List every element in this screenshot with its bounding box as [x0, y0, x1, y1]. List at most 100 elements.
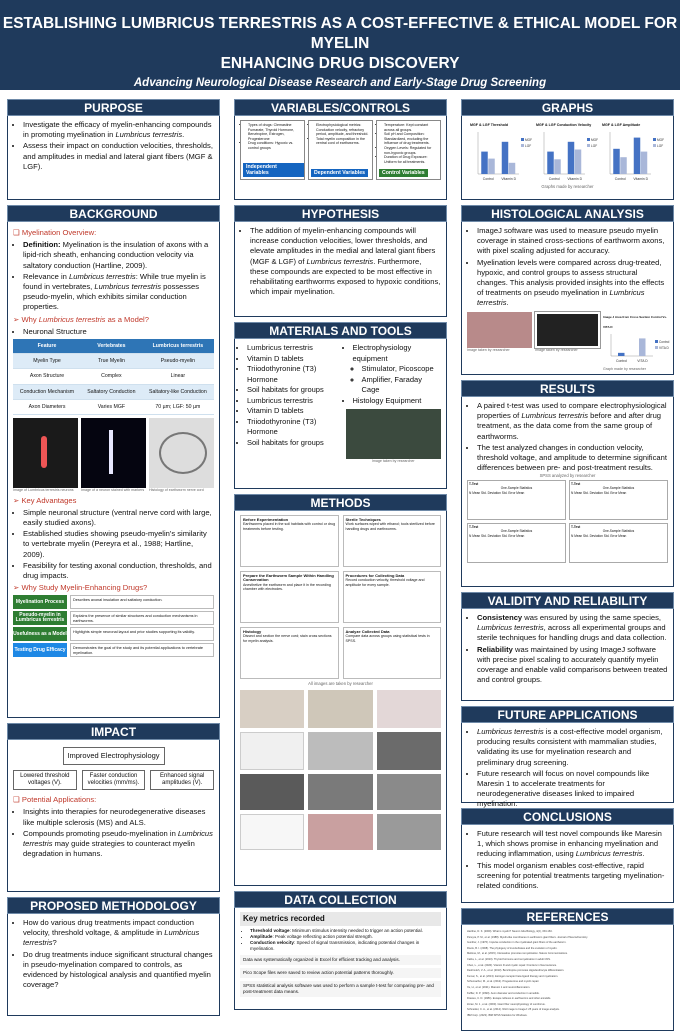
results-heading: RESULTS: [461, 380, 674, 397]
neuron-images: Image of Lumbricus terrestris neurons Im…: [13, 418, 214, 493]
results-bullet: A paired t-test was used to compare elec…: [477, 401, 668, 442]
validity-body: Consistency was ensured by using the sam…: [461, 609, 674, 701]
neuron-image-2: [81, 418, 146, 489]
data-note: Pico Scope files were saved to review ac…: [240, 968, 441, 979]
advantage-item: Established studies showing pseudo-myeli…: [23, 529, 214, 560]
graphs-heading: GRAPHS: [461, 99, 674, 116]
myelination-overview-label: ❑ Myelination Overview:: [13, 228, 97, 237]
neuronal-structure: Neuronal Structure: [23, 327, 214, 337]
legend-swatch: [653, 144, 656, 148]
poster-header: ESTABLISHING LUMBRICUS TERRESTRIS AS A C…: [0, 0, 680, 90]
key-metrics-heading: Key metrics recorded: [240, 912, 441, 927]
bar: [639, 338, 646, 357]
data-note: SPSS statistical analysis software was u…: [240, 981, 441, 998]
results-body: A paired t-test was used to compare elec…: [461, 397, 674, 587]
definition-bullet: Definition: Myelination is the insulatio…: [23, 240, 214, 271]
reference-item: Zoran, M. J., et al. (2003). Giant fiber…: [467, 1002, 546, 1006]
legend-label: MGF: [657, 138, 664, 142]
bar: [488, 158, 495, 175]
bar: [567, 142, 575, 175]
key-advantages-label: ➢ Key Advantages: [13, 495, 77, 505]
purpose-bullet: Assess their impact on conduction veloci…: [23, 141, 214, 172]
legend-label: LGF: [657, 144, 663, 148]
impact-heading: IMPACT: [7, 723, 220, 740]
independent-variables-box: Types of drugs: Clemastine Fumarate, Thy…: [240, 120, 305, 180]
impact-boxes: Lowered threshold voltages (V). Faster c…: [13, 770, 215, 791]
legend-swatch: [521, 138, 524, 142]
reference-item: Gunther, J. (1976). Impulse conduction i…: [467, 941, 567, 945]
impact-top-box: Improved Electrophysiology: [62, 747, 165, 766]
variables-heading: VARIABLES/CONTROLS: [234, 99, 447, 116]
legend-swatch: [655, 346, 658, 350]
materials-body: Lumbricus terrestrisVitamin D tabletsTri…: [234, 339, 447, 489]
application-item: Insights into therapies for neurodegener…: [23, 807, 214, 827]
research-question: How do various drug treatments impact co…: [23, 918, 214, 949]
reference-item: Xu, H., et al. (2021). Maresin 1 and neu…: [467, 985, 531, 989]
control-variables-box: Temperature: Kept constant across all gr…: [376, 120, 441, 180]
legend-label: LGF: [525, 144, 531, 148]
reference-item: Schumacher, M., et al. (2012). Progester…: [467, 980, 540, 984]
validity-heading: VALIDITY AND RELIABILITY: [461, 592, 674, 609]
data-collection-heading: DATA COLLECTION: [234, 891, 447, 908]
background-body: ❑ Myelination Overview: Definition: Myel…: [7, 222, 220, 718]
equipment-list: Electrophysiology equipment: [346, 343, 442, 364]
validity-bullet: Consistency was ensured by using the sam…: [477, 613, 668, 644]
column-left: PURPOSE Investigate the efficacy of myel…: [7, 99, 220, 1016]
legend-swatch: [521, 144, 524, 148]
future-body: Lumbricus terrestris is a cost-effective…: [461, 723, 674, 808]
purpose-bullet: Investigate the efficacy of myelin-enhan…: [23, 120, 214, 140]
relevance-bullet: Relevance in Lumbricus terrestris: While…: [23, 272, 214, 313]
reference-item: Mellone, M., et al. (2015). Clemastine p…: [467, 952, 568, 956]
bar: [554, 159, 561, 175]
dependent-variables-box: Electrophysiological metrics: Conduction…: [308, 120, 373, 180]
bar: [481, 151, 488, 175]
legend-swatch: [587, 138, 590, 142]
bar: [574, 149, 582, 175]
purpose-heading: PURPOSE: [7, 99, 220, 116]
data-note: Data was systematically organized in Exc…: [240, 955, 441, 966]
references-heading: REFERENCES: [461, 908, 674, 925]
reference-item: Hartline, D. K. (2009). What is myelin? …: [467, 930, 553, 933]
impact-body: Improved Electrophysiology Lowered thres…: [7, 740, 220, 892]
why-study-label: ➢ Why Study Myelin-Enhancing Drugs?: [13, 583, 148, 593]
legend-label: VITA D: [659, 346, 670, 350]
why-model-label: ➢ Why Lumbricus terrestris as a Model?: [13, 314, 149, 324]
column-center: VARIABLES/CONTROLS Types of drugs: Clema…: [234, 99, 447, 1010]
reference-item: Roots, B. I. (2008). The phylogeny of in…: [467, 946, 558, 950]
metrics-list: Threshold voltage: Minimum stimulus inte…: [240, 928, 441, 952]
bar: [620, 157, 627, 175]
purpose-body: Investigate the efficacy of myelin-enhan…: [7, 116, 220, 200]
reference-item: Chen, L., et al. (2020). Vitamin D and m…: [467, 963, 557, 967]
method-step: Prepare the Earthworm Sample Within Hand…: [240, 571, 339, 623]
histology-image: [149, 418, 214, 489]
equipment-photo: [345, 409, 441, 459]
future-heading: FUTURE APPLICATIONS: [461, 706, 674, 723]
methodology-body: How do various drug treatments impact co…: [7, 914, 220, 1016]
poster-title: ESTABLISHING LUMBRICUS TERRESTRIS AS A C…: [2, 15, 678, 72]
reference-item: Calza, L., et al. (2010). Thyroid hormon…: [467, 957, 551, 961]
imagej-threshold-image: [534, 310, 601, 349]
materials-heading: MATERIALS AND TOOLS: [234, 322, 447, 339]
background-heading: BACKGROUND: [7, 205, 220, 222]
variables-body: Types of drugs: Clemastine Fumarate, Thy…: [234, 116, 447, 200]
tick-label: VITA D: [637, 359, 648, 363]
application-item: Compounds promoting pseudo-myelination i…: [23, 829, 214, 860]
research-question: Do drug treatments induce significant st…: [23, 950, 214, 991]
reference-item: Schneider, C. A., et al. (2012). NIH Ima…: [467, 1008, 560, 1012]
